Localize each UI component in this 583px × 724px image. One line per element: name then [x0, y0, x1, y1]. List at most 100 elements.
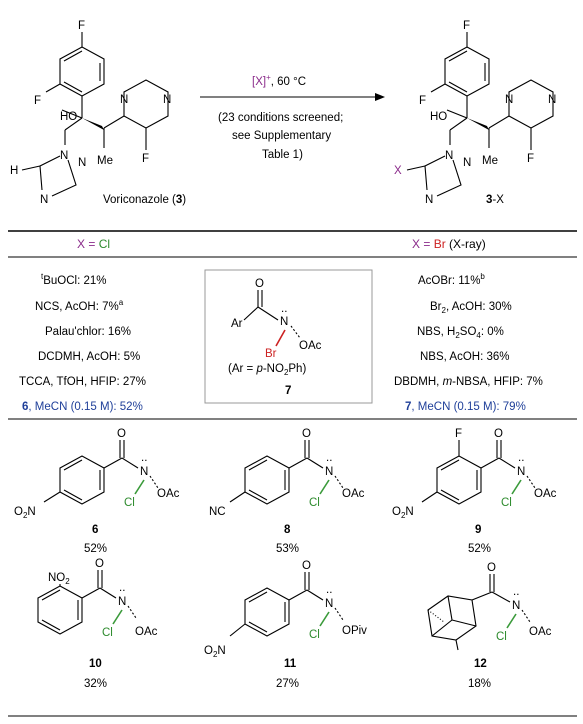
svg-text:Cl: Cl — [501, 497, 512, 509]
svg-text:OAc: OAc — [157, 488, 180, 500]
svg-text:NC: NC — [209, 506, 226, 518]
svg-text:Cl: Cl — [309, 629, 320, 641]
compound-11-structure: O2N O .. N Cl OPiv — [204, 560, 367, 659]
svg-text:O2N: O2N — [392, 506, 414, 520]
svg-text:..: .. — [281, 303, 287, 315]
br-row-1: AcOBr: 11%b — [418, 272, 485, 287]
svg-text:O: O — [302, 428, 311, 440]
compound-9-yield: 52% — [468, 543, 491, 555]
compound-6-structure: O2N O .. N Cl OAc — [14, 428, 180, 520]
svg-text:N: N — [140, 466, 148, 478]
svg-text:..: .. — [518, 452, 524, 464]
compound-12-number: 12 — [474, 658, 487, 670]
atom-ho: HO — [430, 111, 447, 123]
br-row-2: Br2, AcOH: 30% — [430, 301, 512, 315]
svg-text:..: .. — [326, 584, 332, 596]
conditions-note-line1: (23 conditions screened; — [218, 112, 343, 124]
atom-f: F — [419, 95, 426, 107]
svg-text:OAc: OAc — [299, 340, 322, 352]
svg-text:O: O — [117, 428, 126, 440]
reagent-label: [X]+, 60 °C — [252, 73, 306, 88]
voriconazole-structure: F F HO Me N N F N N N H — [10, 20, 171, 206]
compound-10-number: 10 — [89, 658, 102, 670]
br-row-3: NBS, H2SO4: 0% — [417, 326, 504, 340]
compound-12-yield: 18% — [468, 678, 491, 690]
compound-8-yield: 53% — [276, 543, 299, 555]
reagent-7-structure: Ar O .. N Br OAc — [231, 278, 322, 360]
br-row-5: DBDMH, m-NBSA, HFIP: 7% — [394, 376, 543, 388]
svg-text:..: .. — [326, 452, 332, 464]
svg-text:OPiv: OPiv — [342, 625, 367, 637]
compound-9-structure: F O2N O .. N Cl OAc — [392, 428, 557, 520]
svg-text:OAc: OAc — [342, 488, 365, 500]
voriconazole-label: Voriconazole (3) — [103, 194, 186, 206]
compound-6-yield: 52% — [84, 543, 107, 555]
svg-text:OAc: OAc — [534, 488, 557, 500]
conditions-note-line2: see Supplementary — [232, 130, 331, 142]
atom-n: N — [425, 194, 433, 206]
svg-text:N: N — [325, 598, 333, 610]
header-cl: X = Cl — [77, 237, 110, 251]
reagent-7-number: 7 — [285, 385, 291, 397]
cl-row-4: DCDMH, AcOH: 5% — [38, 351, 140, 363]
nitro-label: O2N — [14, 506, 36, 520]
compound-11-yield: 27% — [276, 678, 299, 690]
br-row-4: NBS, AcOH: 36% — [420, 351, 509, 363]
svg-text:N: N — [325, 466, 333, 478]
product-structure: F F HO Me N N F N N N X — [394, 20, 556, 206]
svg-text:..: .. — [119, 582, 125, 594]
svg-text:N: N — [118, 596, 126, 608]
compound-12-structure: O .. N Cl OAc — [427, 562, 552, 651]
svg-text:Br: Br — [265, 348, 277, 360]
atom-n: N — [60, 150, 68, 162]
svg-text:Cl: Cl — [124, 497, 135, 509]
svg-text:Cl: Cl — [496, 631, 507, 643]
svg-text:O: O — [255, 278, 264, 290]
compound-9-number: 9 — [475, 524, 481, 536]
svg-text:O: O — [95, 558, 104, 570]
svg-text:Ar: Ar — [231, 318, 243, 330]
svg-text:N: N — [512, 600, 520, 612]
br-row-best: 7, MeCN (0.15 M): 79% — [405, 401, 526, 413]
svg-text:NO2: NO2 — [48, 572, 70, 586]
svg-text:O: O — [494, 428, 503, 440]
atom-x: X — [394, 165, 402, 177]
cl-row-3: Palau'chlor: 16% — [45, 326, 131, 338]
cl-row-2: NCS, AcOH: 7%a — [35, 298, 124, 313]
svg-text:N: N — [517, 466, 525, 478]
cl-row-5: TCCA, TfOH, HFIP: 27% — [19, 376, 146, 388]
atom-n: N — [163, 94, 171, 106]
atom-h: H — [10, 165, 18, 177]
conditions-note-line3: Table 1) — [262, 149, 303, 161]
svg-text:OAc: OAc — [529, 626, 552, 638]
compound-6-number: 6 — [92, 524, 98, 536]
compound-8-number: 8 — [284, 524, 291, 536]
atom-me: Me — [97, 155, 113, 167]
reagent-7-definition: (Ar = p-NO2Ph) — [228, 363, 306, 377]
atom-n: N — [548, 94, 556, 106]
svg-text:O2N: O2N — [204, 645, 226, 659]
svg-text:Cl: Cl — [102, 627, 113, 639]
svg-text:O: O — [487, 562, 496, 574]
header-br: X = Br (X-ray) — [412, 237, 486, 251]
compound-10-structure: NO2 O .. N Cl OAc — [37, 558, 158, 639]
atom-f: F — [527, 153, 534, 165]
compound-11-number: 11 — [284, 658, 297, 670]
svg-text:F: F — [455, 428, 462, 440]
atom-n: N — [445, 150, 453, 162]
atom-n: N — [463, 157, 471, 169]
atom-n: N — [120, 94, 128, 106]
atom-f: F — [142, 153, 149, 165]
atom-n: N — [78, 157, 86, 169]
svg-text:..: .. — [141, 452, 147, 464]
atom-n: N — [505, 94, 513, 106]
svg-text:O: O — [302, 560, 311, 572]
atom-me: Me — [482, 155, 498, 167]
svg-text:Cl: Cl — [309, 497, 320, 509]
svg-text:OAc: OAc — [135, 626, 158, 638]
atom-n: N — [40, 194, 48, 206]
atom-f: F — [463, 20, 470, 32]
product-label: 3-X — [486, 194, 504, 206]
atom-ho: HO — [60, 111, 77, 123]
